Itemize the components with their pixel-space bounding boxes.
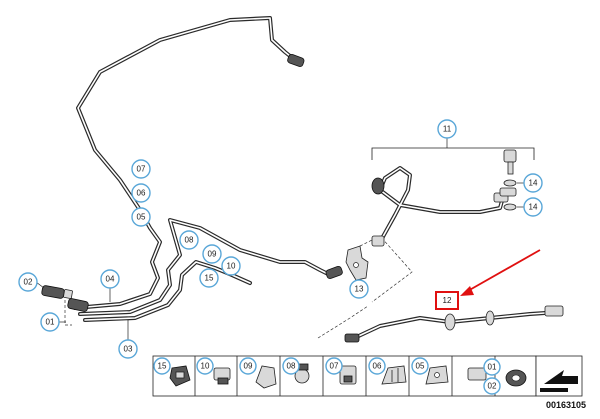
brake-line-mid	[78, 218, 334, 316]
document-number: 00163105	[546, 400, 586, 410]
svg-text:01: 01	[46, 318, 55, 327]
thumb-08[interactable]	[294, 363, 310, 384]
strip-callout-05[interactable]: 05	[411, 357, 429, 375]
bolt-14	[499, 149, 517, 211]
fitting-left-a	[41, 285, 73, 299]
callout-15[interactable]: 15	[199, 268, 219, 288]
svg-text:14: 14	[529, 203, 538, 212]
callout-04[interactable]: 04	[100, 269, 120, 289]
svg-text:06: 06	[373, 362, 382, 371]
svg-text:08: 08	[287, 362, 296, 371]
thumb-07[interactable]	[339, 365, 357, 385]
callout-06[interactable]: 06	[131, 183, 151, 203]
strip-callout-01[interactable]: 01	[483, 358, 501, 376]
strip-callout-10[interactable]: 10	[196, 357, 214, 375]
callout-02[interactable]: 02	[18, 272, 38, 292]
callout-05[interactable]: 05	[131, 207, 151, 227]
dashed-guide-12	[317, 305, 369, 339]
thumb-05[interactable]	[425, 365, 449, 385]
highlight-box-12	[435, 291, 459, 310]
fitting-left-b	[67, 298, 89, 312]
strip-callout-07[interactable]: 07	[325, 357, 343, 375]
svg-text:13: 13	[355, 285, 364, 294]
svg-text:12: 12	[443, 296, 452, 305]
svg-text:15: 15	[158, 362, 167, 371]
thumb-15[interactable]	[169, 365, 191, 387]
callout-09[interactable]: 09	[202, 244, 222, 264]
svg-text:09: 09	[244, 362, 253, 371]
svg-text:01: 01	[488, 363, 497, 372]
svg-text:02: 02	[24, 278, 33, 287]
svg-text:10: 10	[201, 362, 210, 371]
svg-text:06: 06	[137, 189, 146, 198]
callout-11[interactable]: 11	[437, 119, 457, 139]
strip-callout-02[interactable]: 02	[483, 377, 501, 395]
dashed-guide-13	[359, 235, 413, 303]
callout-13[interactable]: 13	[349, 279, 369, 299]
red-pointer-arrow	[460, 249, 541, 296]
svg-text:14: 14	[529, 179, 538, 188]
strip-callout-08[interactable]: 08	[282, 357, 300, 375]
callout-08[interactable]: 08	[179, 230, 199, 250]
brake-line-long	[73, 16, 297, 310]
svg-text:09: 09	[208, 250, 217, 259]
svg-text:08: 08	[185, 236, 194, 245]
callout-10[interactable]: 10	[221, 256, 241, 276]
callout-07[interactable]: 07	[131, 159, 151, 179]
svg-text:11: 11	[443, 125, 452, 134]
svg-text:10: 10	[227, 262, 236, 271]
svg-text:07: 07	[330, 362, 339, 371]
thumb-02[interactable]	[505, 369, 527, 387]
svg-text:05: 05	[416, 362, 425, 371]
strip-callout-15[interactable]: 15	[153, 357, 171, 375]
svg-text:07: 07	[137, 165, 146, 174]
hose-12	[344, 305, 564, 343]
bracket-13	[345, 245, 369, 281]
fitting-mid	[325, 265, 343, 279]
thumb-09[interactable]	[255, 365, 277, 389]
dashed-guide-left	[64, 300, 72, 326]
arrow-right-icon[interactable]	[535, 355, 583, 397]
strip-callout-09[interactable]: 09	[239, 357, 257, 375]
group-bracket-11	[371, 147, 535, 160]
callout-14-upper[interactable]: 14	[523, 173, 543, 193]
thumb-01[interactable]	[467, 367, 487, 381]
svg-text:05: 05	[137, 213, 146, 222]
svg-text:04: 04	[106, 275, 115, 284]
thumb-10[interactable]	[213, 367, 231, 385]
svg-text:15: 15	[205, 274, 214, 283]
fitting-top	[287, 53, 305, 67]
callout-12[interactable]: 12	[438, 294, 456, 307]
thumb-06[interactable]	[381, 365, 407, 385]
callout-03[interactable]: 03	[118, 339, 138, 359]
strip-callout-06[interactable]: 06	[368, 357, 386, 375]
callout-14-lower[interactable]: 14	[523, 197, 543, 217]
svg-text:02: 02	[488, 382, 497, 391]
svg-text:03: 03	[124, 345, 133, 354]
callout-01[interactable]: 01	[40, 312, 60, 332]
hose-11	[371, 166, 509, 247]
